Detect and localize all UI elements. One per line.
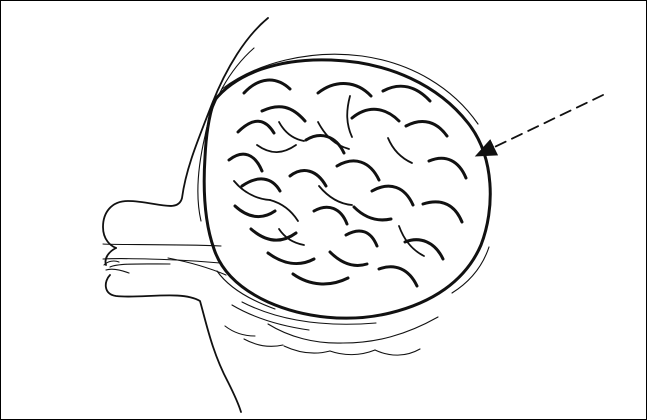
nipple [104, 248, 129, 273]
annotation-arrow [478, 95, 603, 155]
mass [204, 54, 490, 324]
gland-tissue [229, 80, 466, 286]
lower-breast-folds [225, 305, 438, 355]
